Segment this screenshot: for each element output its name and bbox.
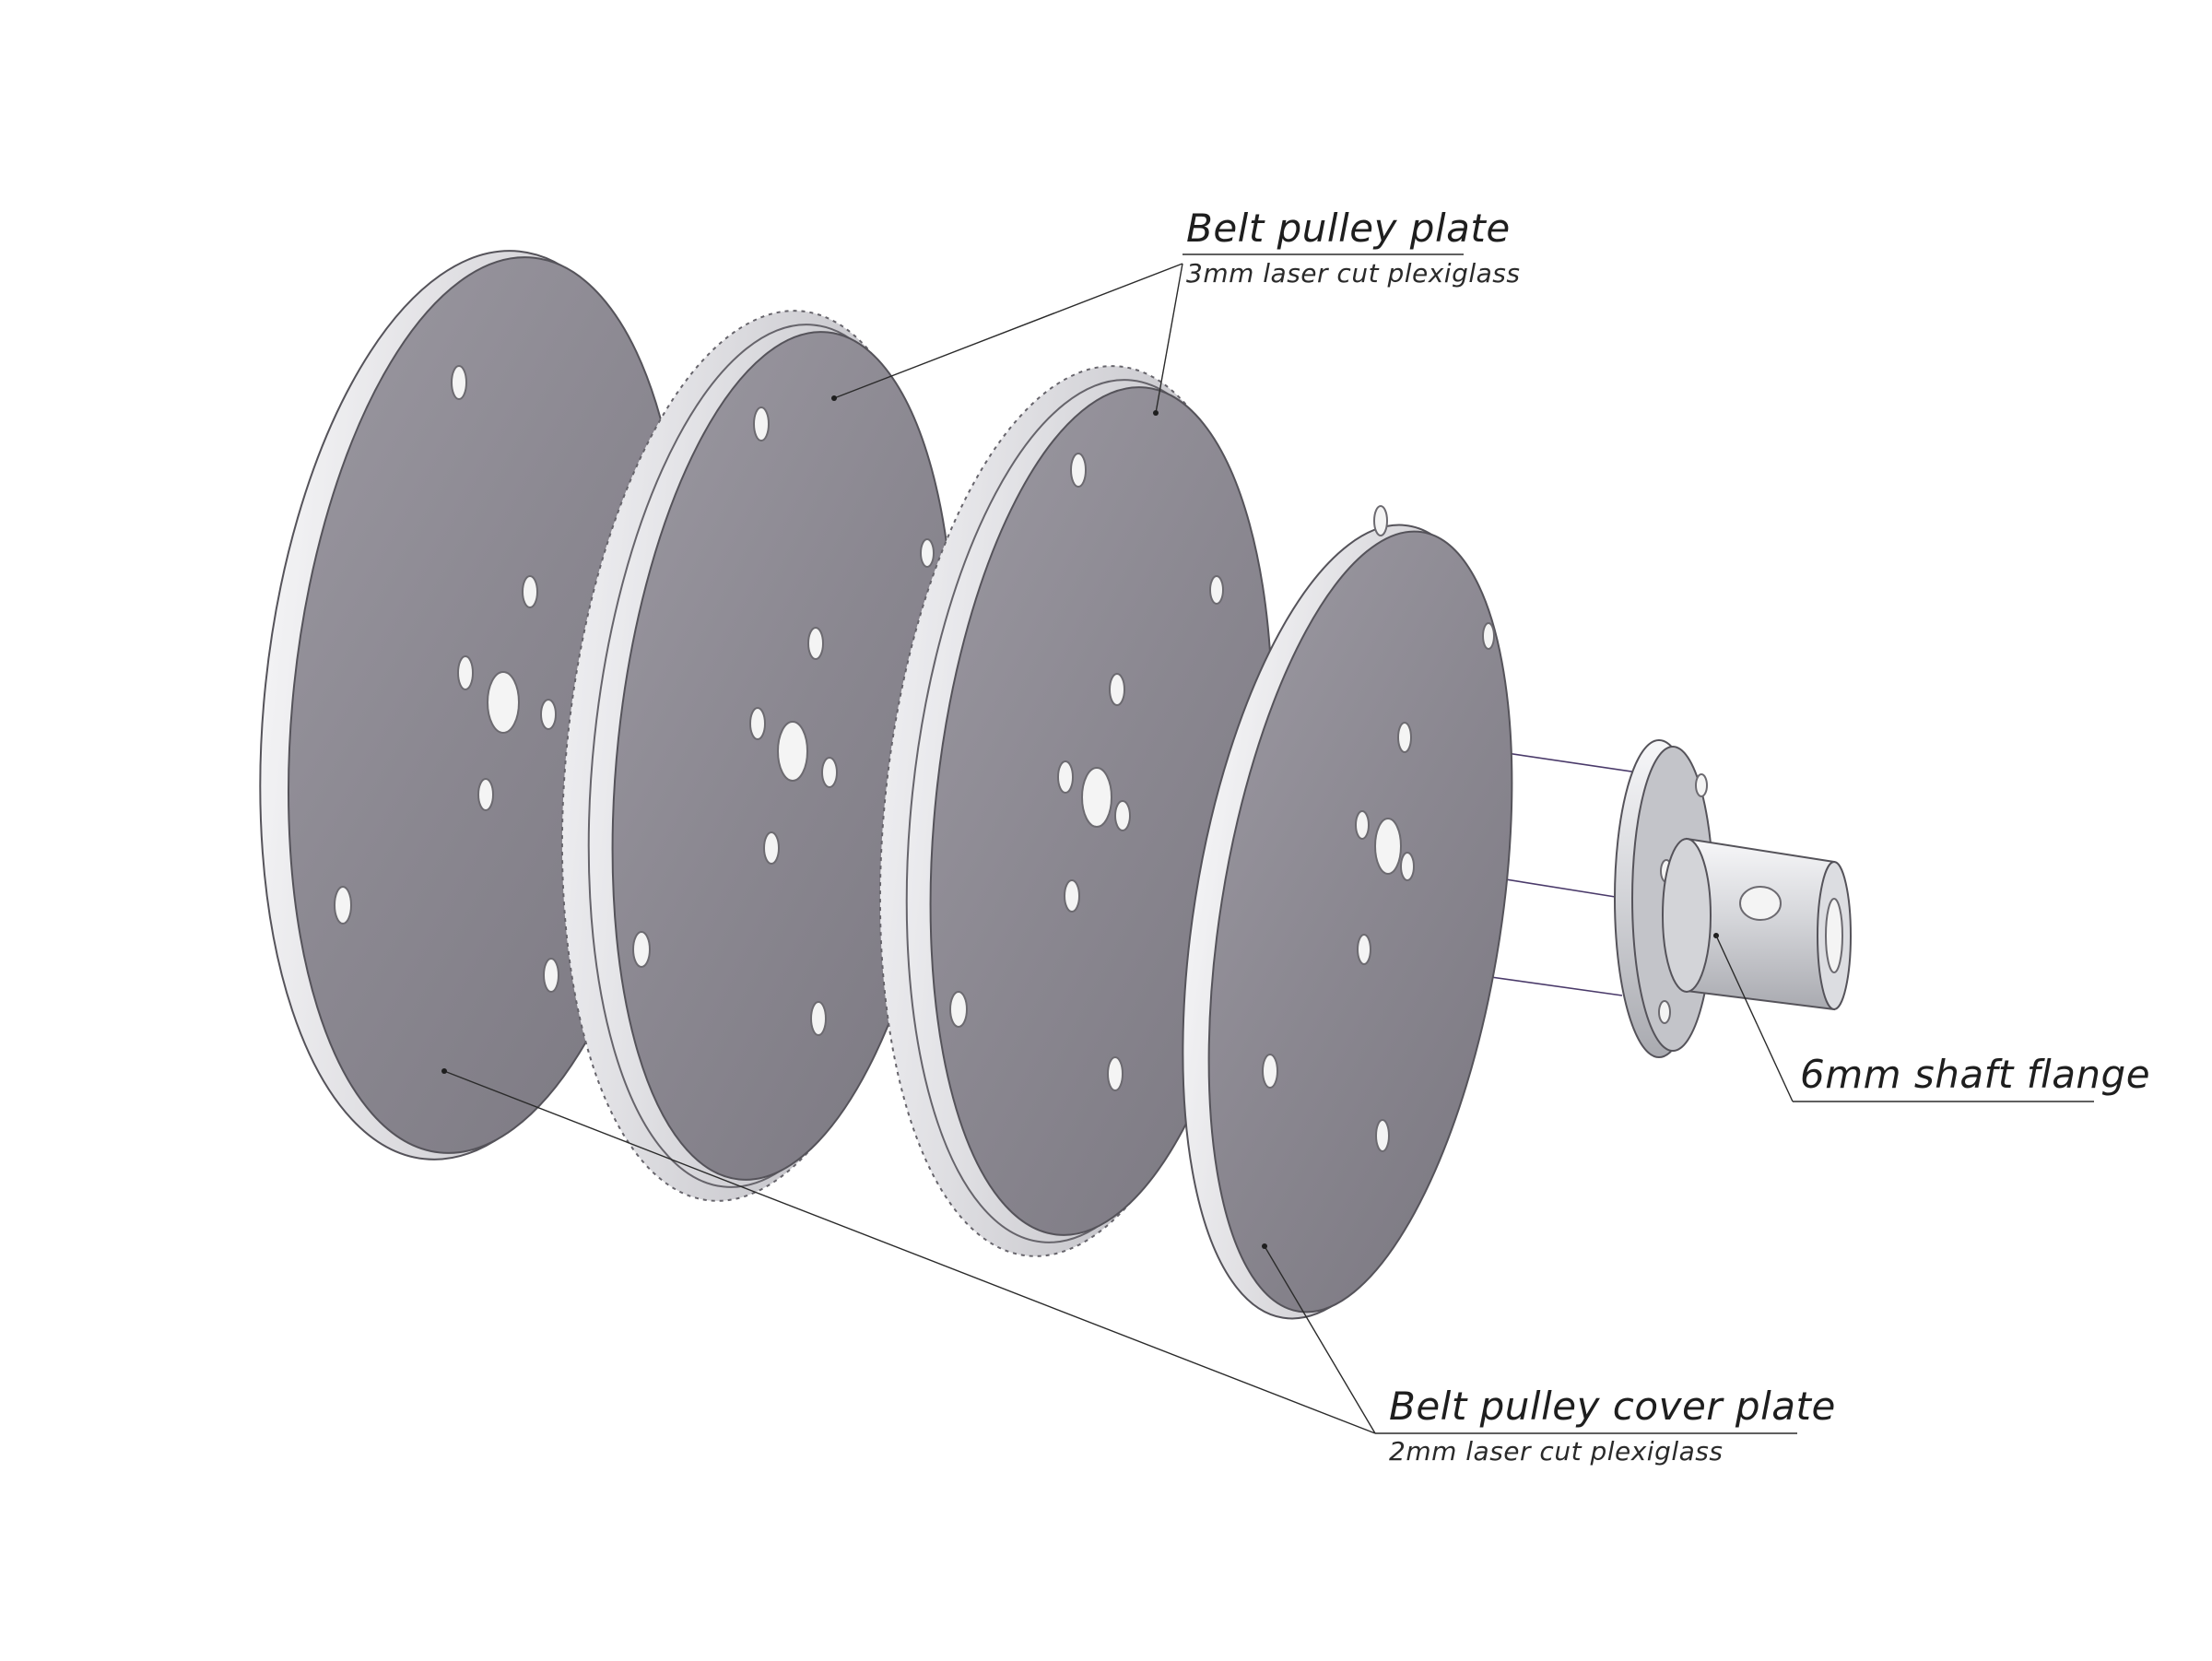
callout-belt-pulley-cover-plate: Belt pulley cover plate 2mm laser cut pl… <box>441 1068 1836 1467</box>
belt-pulley-plate-subtitle: 3mm laser cut plexiglass <box>1186 258 1520 289</box>
callout-belt-pulley-plate: Belt pulley plate 3mm laser cut plexigla… <box>831 206 1520 416</box>
belt-pulley-cover-plate-subtitle: 2mm laser cut plexiglass <box>1389 1436 1723 1467</box>
belt-pulley-gear-1 <box>560 310 956 1202</box>
belt-pulley-plate-title: Belt pulley plate <box>1186 206 1511 251</box>
callout-shaft-flange: 6mm shaft flange <box>1715 935 2150 1102</box>
belt-pulley-gear-2 <box>878 365 1274 1257</box>
belt-pulley-cover-plate-title: Belt pulley cover plate <box>1389 1384 1836 1429</box>
shaft-flange-title: 6mm shaft flange <box>1800 1052 2150 1097</box>
shaft-flange <box>1614 739 1852 1058</box>
right-cover-plate <box>1182 505 1513 1320</box>
